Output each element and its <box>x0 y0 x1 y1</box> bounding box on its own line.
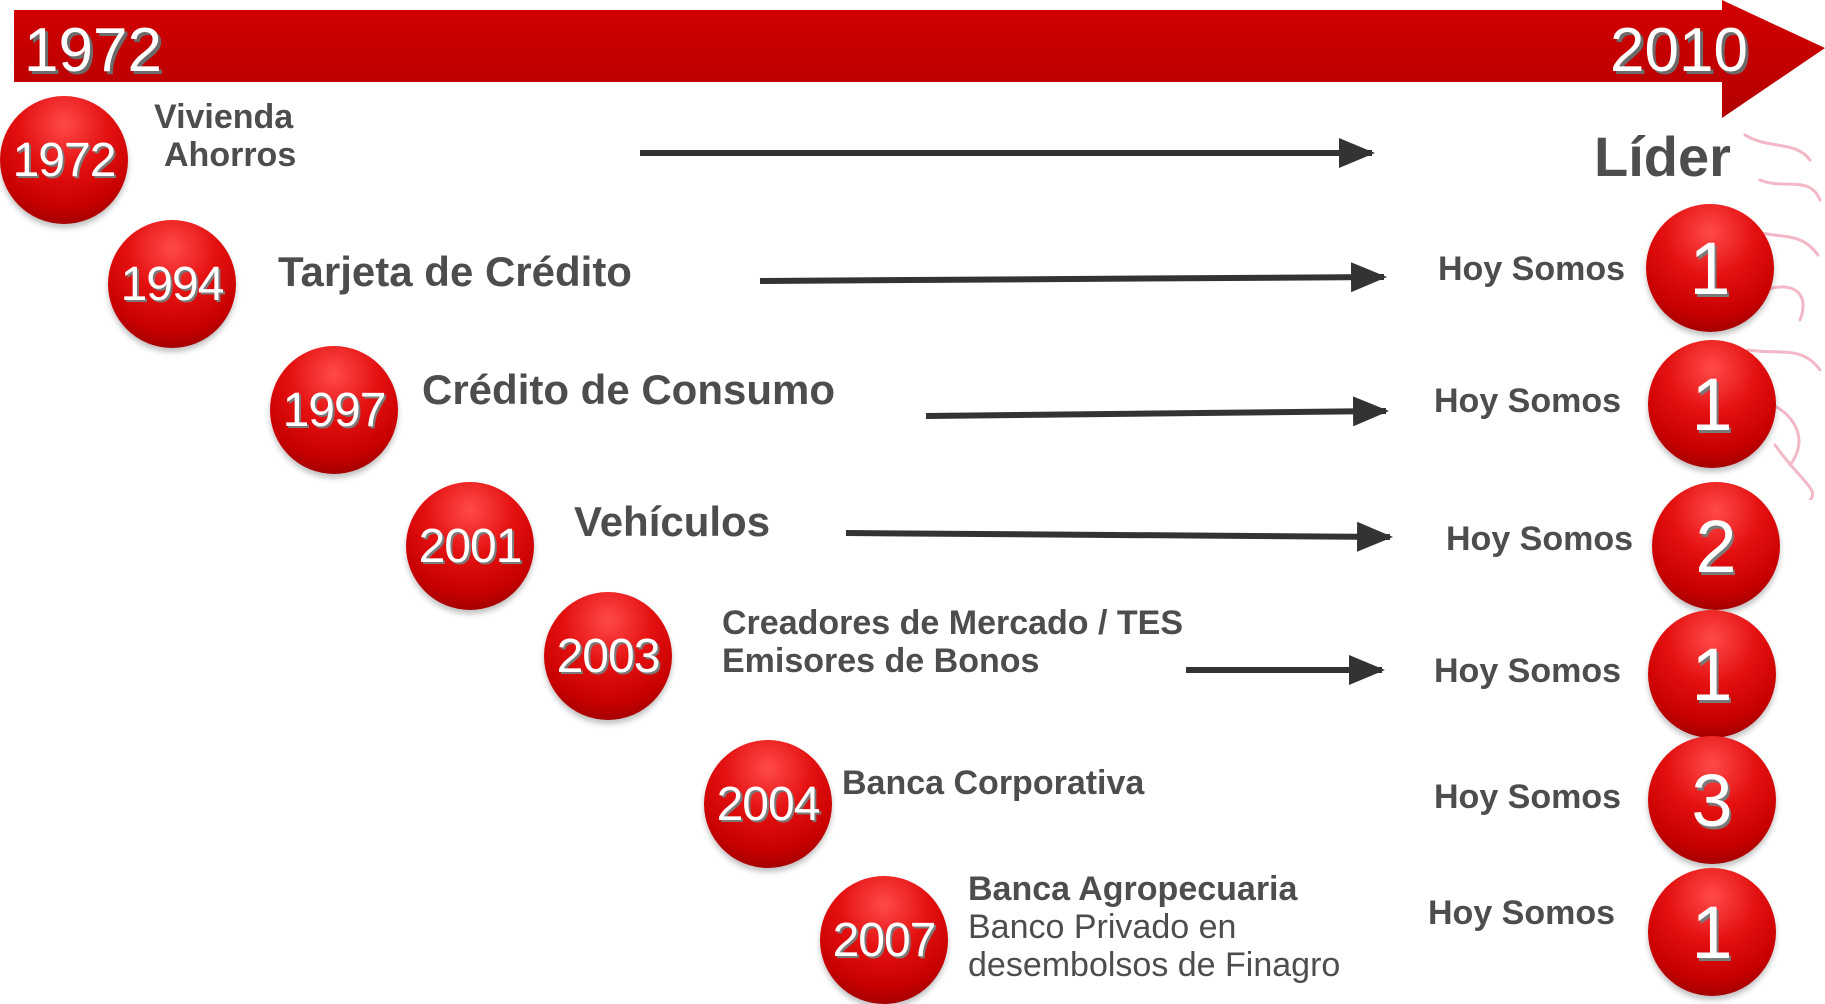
year-bubble-1972: 1972 <box>0 96 128 224</box>
product-label-agropecuaria: Banca Agropecuaria Banco Privado en dese… <box>968 870 1340 984</box>
rank-value: 1 <box>1689 226 1731 310</box>
lider-heading: Líder <box>1594 125 1731 188</box>
year-bubble-2001: 2001 <box>406 482 534 610</box>
year-text: 2004 <box>716 777 821 831</box>
year-text: 2003 <box>556 629 661 683</box>
product-subtitle-2: desembolsos de Finagro <box>968 946 1341 984</box>
product-label-vivienda: Vivienda Ahorros <box>154 98 296 174</box>
arrow-row-2 <box>759 262 1387 293</box>
year-bubble-2003: 2003 <box>544 592 672 720</box>
year-bubble-1997: 1997 <box>270 346 398 474</box>
banner-end-year: 2010 <box>1610 16 1748 85</box>
year-text: 2001 <box>418 519 523 573</box>
year-text: 1994 <box>120 257 225 311</box>
product-title: Vivienda <box>154 98 294 136</box>
rank-bubble: 1 <box>1648 610 1776 738</box>
year-text: 2007 <box>832 913 937 967</box>
year-bubble-2004: 2004 <box>704 740 832 868</box>
year-text: 1972 <box>12 133 117 187</box>
hoy-somos-label: Hoy Somos <box>1438 250 1626 288</box>
hoy-somos-label: Hoy Somos <box>1434 778 1622 816</box>
rank-value: 1 <box>1691 890 1733 974</box>
rank-value: 2 <box>1695 504 1737 588</box>
hoy-somos-label: Hoy Somos <box>1428 894 1616 932</box>
arrow-row-3 <box>925 396 1389 427</box>
year-bubble-2007: 2007 <box>820 876 948 1004</box>
banner-start-year: 1972 <box>24 16 162 85</box>
rank-bubble: 3 <box>1648 736 1776 864</box>
rank-bubble: 1 <box>1646 204 1774 332</box>
product-label-mercado: Creadores de Mercado / TES Emisores de B… <box>722 604 1183 680</box>
product-label-consumo: Crédito de Consumo <box>422 366 836 413</box>
decorative-sketch <box>1743 133 1822 500</box>
product-label-vehiculos: Vehículos <box>574 498 771 545</box>
rank-value: 1 <box>1691 362 1733 446</box>
product-label-corporativa: Banca Corporativa <box>842 764 1145 802</box>
product-title: Banca Agropecuaria <box>968 870 1298 908</box>
rank-bubble: 1 <box>1648 868 1776 996</box>
arrow-row-4 <box>845 521 1393 552</box>
product-subtitle: Banco Privado en <box>968 908 1237 946</box>
hoy-somos-label: Hoy Somos <box>1446 520 1634 558</box>
timeline-banner-arrow <box>14 0 1825 118</box>
rank-bubble: 2 <box>1652 482 1780 610</box>
year-text: 1997 <box>282 383 387 437</box>
product-subtitle: Emisores de Bonos <box>722 642 1040 680</box>
product-title: Creadores de Mercado / TES <box>722 604 1184 642</box>
hoy-somos-label: Hoy Somos <box>1434 382 1622 420</box>
rank-bubble: 1 <box>1648 340 1776 468</box>
rank-value: 3 <box>1691 758 1733 842</box>
product-subtitle: Ahorros <box>164 136 297 174</box>
product-label-tarjeta: Tarjeta de Crédito <box>278 248 632 295</box>
hoy-somos-label: Hoy Somos <box>1434 652 1622 690</box>
year-bubble-1994: 1994 <box>108 220 236 348</box>
rank-value: 1 <box>1691 632 1733 716</box>
